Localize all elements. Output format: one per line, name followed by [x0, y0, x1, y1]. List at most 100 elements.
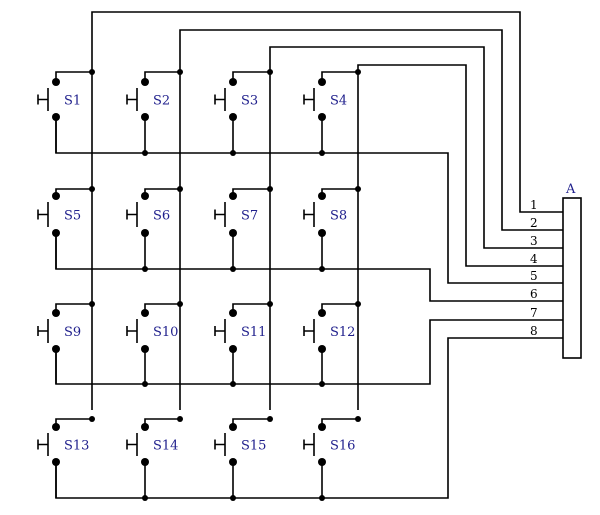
switch-upper-lead [232, 71, 270, 82]
junction-layer [89, 69, 361, 501]
column-junction-dot [177, 301, 183, 307]
switch-16: S16 [303, 418, 358, 498]
column-junction-dot [355, 186, 361, 192]
switch-6: S6 [126, 188, 180, 269]
switch-label: S11 [241, 325, 266, 340]
switch-3: S3 [214, 71, 270, 153]
switch-actuator [127, 433, 138, 456]
switch-label: S8 [330, 209, 347, 224]
row-junction-dot [319, 150, 325, 156]
switch-terminal-top [318, 192, 326, 200]
switch-13: S13 [37, 418, 92, 498]
switch-terminal-bottom [141, 345, 149, 353]
connector-pin-6: 6 [530, 287, 538, 301]
row-junction-dot [319, 381, 325, 387]
connector-pin-3: 3 [530, 234, 538, 248]
switch-actuator [38, 319, 49, 343]
switch-terminal-bottom [318, 458, 326, 466]
switch-terminal-bottom [52, 345, 60, 353]
switch-terminal-top [141, 192, 149, 200]
connector-pin-7: 7 [530, 306, 538, 320]
column-2-wire [179, 29, 563, 410]
switch-upper-lead [232, 418, 270, 427]
column-junction-dot [267, 69, 273, 75]
column-4-wire [357, 64, 563, 410]
switch-terminal-top [141, 78, 149, 86]
switch-terminal-bottom [229, 345, 237, 353]
switch-terminal-bottom [52, 458, 60, 466]
switch-label: S12 [330, 325, 355, 340]
connector-pin-2: 2 [530, 216, 538, 230]
connector-body [562, 197, 582, 359]
switch-9: S9 [37, 303, 92, 384]
switch-upper-lead [232, 303, 270, 313]
switch-actuator [215, 433, 226, 456]
switch-1: S1 [37, 71, 92, 153]
switch-terminal-top [229, 423, 237, 431]
switch-upper-lead [144, 418, 180, 427]
switch-terminal-top [318, 423, 326, 431]
switch-11: S11 [214, 303, 270, 384]
switch-label: S1 [64, 94, 81, 109]
switch-actuator [215, 319, 226, 343]
switch-actuator [38, 88, 49, 111]
switch-terminal-bottom [229, 229, 237, 237]
switch-terminal-bottom [229, 113, 237, 121]
column-junction-dot [89, 186, 95, 192]
switch-actuator [304, 433, 315, 456]
column-1-wire [91, 11, 563, 410]
column-3-wire [269, 46, 563, 410]
switch-upper-lead [321, 71, 358, 82]
switch-upper-lead [232, 188, 270, 196]
row-2-wire [55, 233, 563, 302]
column-junction-dot [267, 301, 273, 307]
switch-upper-lead [144, 303, 180, 313]
switch-upper-lead [144, 188, 180, 196]
row-junction-dot [142, 495, 148, 501]
row-junction-dot [142, 381, 148, 387]
switch-upper-lead [55, 71, 92, 82]
switch-terminal-bottom [141, 113, 149, 121]
switch-terminal-top [52, 423, 60, 431]
column-junction-dot [177, 186, 183, 192]
row-junction-dot [142, 150, 148, 156]
connector-pin-1: 1 [530, 198, 538, 212]
switch-actuator [215, 202, 226, 227]
row-junction-dot [230, 495, 236, 501]
column-junction-dot [177, 69, 183, 75]
column-wires [91, 11, 563, 410]
switch-terminal-bottom [318, 113, 326, 121]
switch-terminal-bottom [141, 229, 149, 237]
switch-terminal-top [229, 78, 237, 86]
row-3-wire [55, 319, 563, 385]
switch-label: S6 [153, 209, 170, 224]
switch-actuator [304, 202, 315, 227]
switch-terminal-top [229, 192, 237, 200]
row-junction-dot [230, 266, 236, 272]
switch-terminal-bottom [229, 458, 237, 466]
switch-7: S7 [214, 188, 270, 269]
switch-label: S10 [153, 325, 178, 340]
column-junction-dot [355, 301, 361, 307]
switch-15: S15 [214, 418, 270, 498]
connector-pin-8: 8 [530, 324, 538, 338]
switch-upper-lead [321, 188, 358, 196]
switch-label: S7 [241, 209, 258, 224]
switch-upper-lead [55, 418, 92, 427]
switch-actuator [38, 433, 49, 456]
switch-8: S8 [303, 188, 358, 269]
column-junction-dot [89, 69, 95, 75]
switch-terminal-top [229, 309, 237, 317]
row-1-wire [55, 117, 563, 284]
row-junction-dot [319, 495, 325, 501]
connector-pin-4: 4 [530, 252, 538, 266]
column-junction-dot [89, 301, 95, 307]
row-4-wire [55, 337, 563, 499]
switch-4: S4 [303, 71, 358, 153]
switch-label: S4 [330, 94, 347, 109]
switch-terminal-bottom [141, 458, 149, 466]
switch-label: S15 [241, 439, 266, 454]
